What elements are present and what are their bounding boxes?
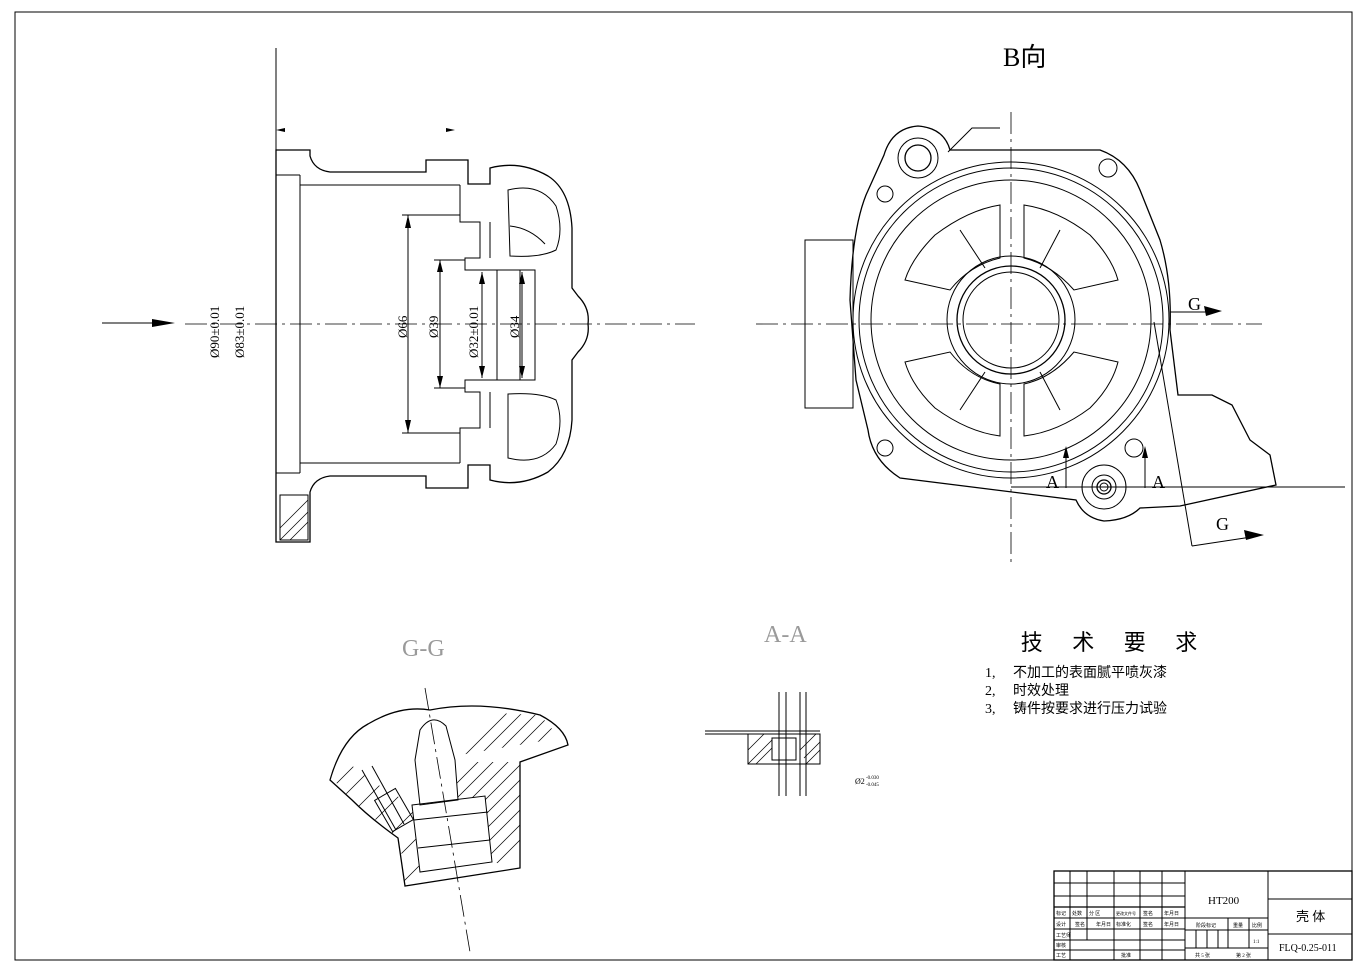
dim-d32: Ø32±0.01 <box>466 306 481 358</box>
b-direction-view: B向 <box>756 43 1345 566</box>
dim-d2-upper: -0.030 <box>866 776 879 781</box>
tb-mark: 标记 <box>1056 910 1066 917</box>
tb-design: 设计 <box>1056 921 1066 928</box>
dim-d34: Ø34 <box>507 315 522 338</box>
tech-item-num: 3, <box>985 702 996 717</box>
tb-process-design: 工艺师 <box>1056 932 1071 939</box>
cut-g-lower: G <box>1216 514 1229 534</box>
tech-item-text: 不加工的表面腻平喷灰漆 <box>1013 666 1167 681</box>
tb-count: 处数 <box>1072 910 1082 917</box>
cut-a-left: A <box>1046 472 1059 492</box>
dim-d2: Ø2 <box>855 777 865 786</box>
dim-d2-lower: -0.045 <box>866 783 879 788</box>
tech-item-3: 3, 铸件按要求进行压力试验 <box>985 701 1245 719</box>
gg-section-view: G-G <box>329 636 569 953</box>
tb-date3: 年月日 <box>1164 921 1179 928</box>
drawing-frame <box>14 11 1353 961</box>
tech-requirements-title: 技 术 要 求 <box>1020 630 1210 655</box>
tech-item-num: 1, <box>985 666 996 681</box>
tech-item-text: 时效处理 <box>1013 684 1069 699</box>
tech-item-1: 1, 不加工的表面腻平喷灰漆 <box>985 665 1245 683</box>
tb-approve: 批准 <box>1121 952 1131 959</box>
tb-standardize: 标准化 <box>1116 921 1131 928</box>
aa-section-view: A-A Ø2 -0.030 -0.045 <box>705 622 879 796</box>
tb-zone: 分 区 <box>1089 910 1100 917</box>
tb-sign: 签名 <box>1143 910 1153 917</box>
dim-d90: Ø90±0.01 <box>207 306 222 358</box>
dim-d83: Ø83±0.01 <box>232 306 247 358</box>
tech-item-num: 2, <box>985 684 996 699</box>
tb-process: 工艺 <box>1056 953 1066 959</box>
tb-ratio: 比例 <box>1252 922 1262 929</box>
sheet-total: 共 5 张 <box>1195 952 1210 959</box>
dim-d39: Ø39 <box>426 316 441 338</box>
sheet-number: 第 2 张 <box>1236 952 1251 959</box>
drawing-number: FLQ-0.25-011 <box>1279 943 1337 954</box>
tb-review: 审核 <box>1056 942 1066 949</box>
front-section-view: Ø90±0.01 Ø83±0.01 Ø66 Ø39 Ø32±0.01 Ø34 <box>102 48 695 543</box>
technical-requirements: 技 术 要 求 1, 不加工的表面腻平喷灰漆 2, 时效处理 3, 铸件按要求进行压力… <box>985 625 1245 719</box>
tech-item-2: 2, 时效处理 <box>985 683 1245 701</box>
tb-sign3: 签名 <box>1143 921 1153 928</box>
tb-sign2: 签名 <box>1075 921 1085 928</box>
part-name-label: 壳 体 <box>1296 909 1325 924</box>
tb-date2: 年月日 <box>1096 921 1111 928</box>
b-view-label: B向 <box>1003 43 1046 72</box>
tb-stage-mark: 阶段标记 <box>1196 922 1216 929</box>
tb-change-doc: 更改文件号 <box>1116 910 1136 916</box>
dim-d66: Ø66 <box>395 315 410 338</box>
aa-section-label: A-A <box>764 622 807 648</box>
tech-item-text: 铸件按要求进行压力试验 <box>1013 702 1167 717</box>
cut-g-upper: G <box>1188 294 1201 314</box>
material-label: HT200 <box>1208 895 1240 907</box>
tb-date: 年月日 <box>1164 910 1179 917</box>
scale-value: 1:1 <box>1253 940 1260 945</box>
gg-section-label: G-G <box>402 636 445 662</box>
tb-weight: 重量 <box>1233 922 1243 929</box>
title-block: HT200 壳 体 FLQ-0.25-011 1:1 共 5 张 第 2 张 标… <box>1053 870 1353 961</box>
cut-a-right: A <box>1152 472 1165 492</box>
